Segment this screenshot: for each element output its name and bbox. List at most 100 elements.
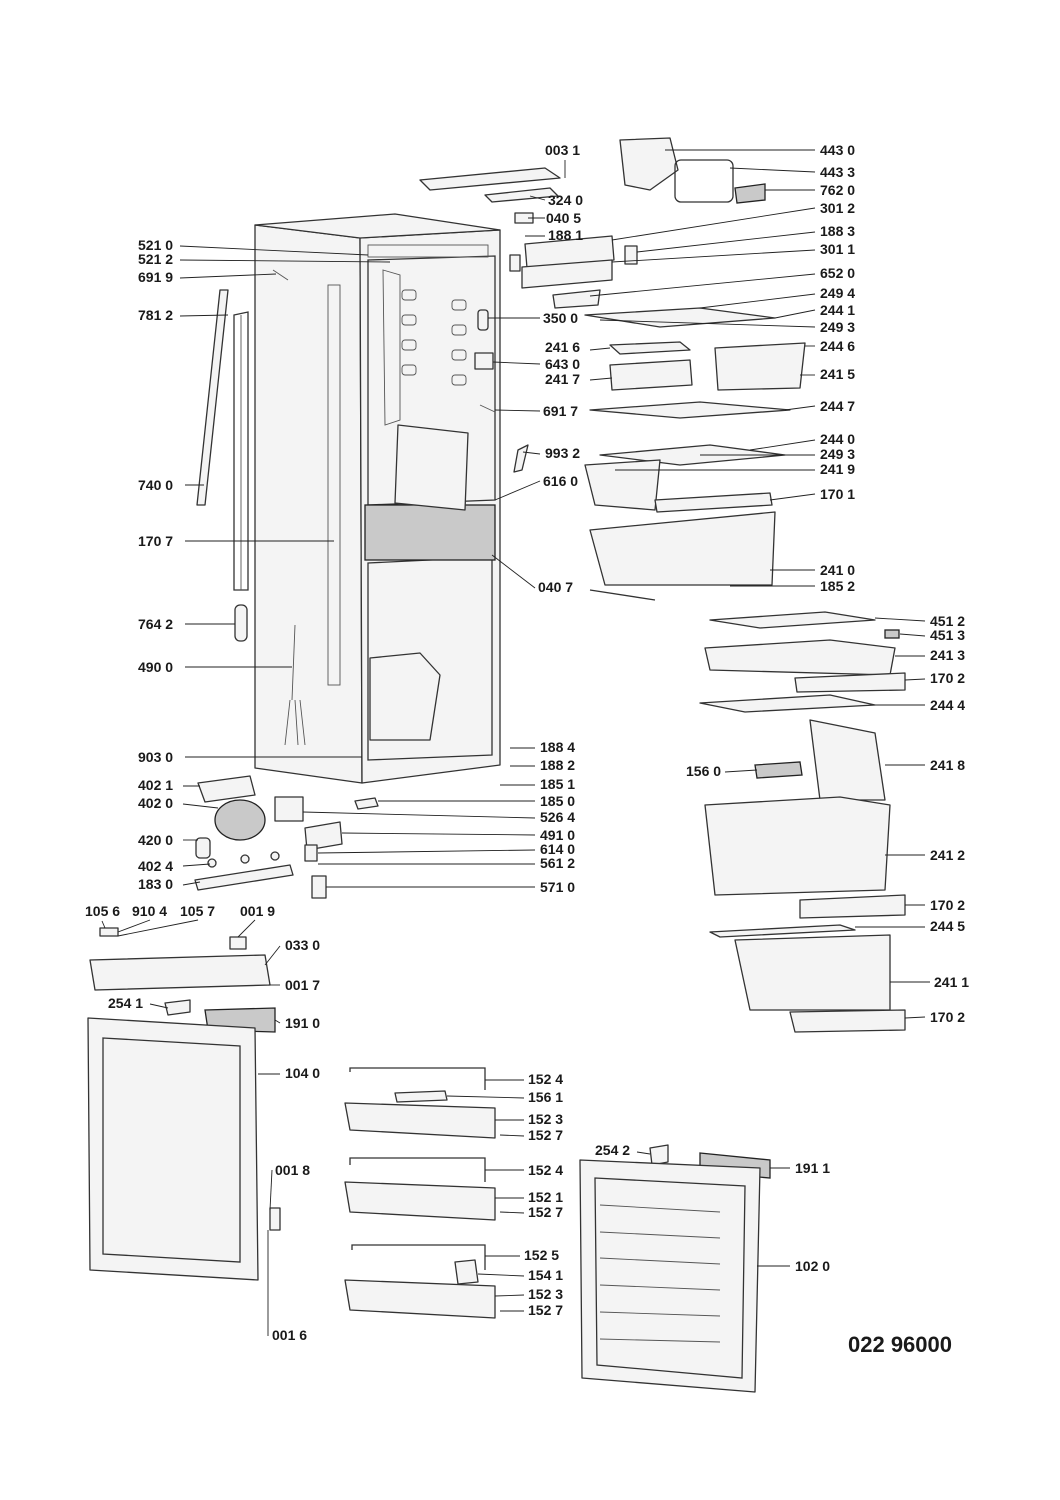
cabinet-air-vents [401,289,467,386]
part-number-label: 740 0 [138,477,173,493]
part-number-label: 443 3 [820,164,855,180]
part-number-label: 526 4 [540,809,575,825]
part-number-label: 350 0 [543,310,578,326]
part-number-label: 188 1 [548,227,583,243]
part-number-label: 152 4 [528,1162,563,1178]
part-number-label: 491 0 [540,827,575,843]
part-number-label: 402 0 [138,795,173,811]
part-number-label: 249 4 [820,285,855,301]
fridge-door-assembly [87,927,281,1281]
leader-line [724,769,758,773]
part-number-label: 170 1 [820,486,855,502]
part-number-label: 241 8 [930,757,965,773]
leader-line [784,405,816,411]
leader-line [264,945,281,966]
leader-line [179,245,369,256]
leader-line [182,803,219,809]
part-number-label: 451 3 [930,627,965,643]
part-number-label: 188 3 [820,223,855,239]
part-number-label: 170 2 [930,670,965,686]
part-number-label: 244 6 [820,338,855,354]
part-number-label: 152 7 [528,1204,563,1220]
part-number-label: 241 9 [820,461,855,477]
leader-line [179,259,391,263]
leader-line [599,319,816,328]
part-number-label: 762 0 [820,182,855,198]
leader-line [269,1169,273,1211]
part-number-label: 003 1 [545,142,580,158]
leader-line [182,863,211,867]
leader-line [149,1003,169,1009]
part-number-label: 152 7 [528,1127,563,1143]
part-number-label: 249 3 [820,446,855,462]
leader-line [699,293,816,309]
part-number-label: 152 1 [528,1189,563,1205]
part-number-label: 301 2 [820,200,855,216]
leader-line [182,881,201,886]
leader-line [117,919,199,937]
part-number-label: 170 2 [930,1009,965,1025]
part-number-label: 244 1 [820,302,855,318]
part-number-label: 490 0 [138,659,173,675]
part-number-label: 191 0 [285,1015,320,1031]
part-number-label: 156 0 [686,763,721,779]
compressor-assembly [194,775,379,899]
leader-line [446,1095,525,1099]
part-number-label: 254 1 [108,995,143,1011]
leader-line [101,920,106,929]
part-number-label: 244 5 [930,918,965,934]
part-number-label: 616 0 [543,473,578,489]
leader-line [274,1019,281,1024]
part-number-label: 040 7 [538,579,573,595]
leader-line [589,377,613,381]
part-number-label: 301 1 [820,241,855,257]
leader-line [494,480,541,501]
part-number-label: 244 0 [820,431,855,447]
part-number-label: 561 2 [540,855,575,871]
part-number-label: 691 7 [543,403,578,419]
leader-line [522,451,541,455]
leader-line [749,439,816,451]
part-number-label: 614 0 [540,841,575,857]
part-number-label: 903 0 [138,749,173,765]
part-number-label: 781 2 [138,307,173,323]
part-number-label: 443 0 [820,142,855,158]
leader-line [494,409,541,412]
part-number-label: 102 0 [795,1258,830,1274]
diagram-code: 022 96000 [848,1332,952,1357]
leader-line [491,554,536,589]
leader-line [774,309,816,319]
leader-line [904,678,926,681]
part-number-label: 191 1 [795,1160,830,1176]
part-number-label: 910 4 [132,903,167,919]
part-number-label: 402 4 [138,858,173,874]
part-number-label: 241 7 [545,371,580,387]
condenser-parts [196,289,306,746]
cabinet-body [254,213,501,784]
part-number-label: 156 1 [528,1089,563,1105]
door-shelves [344,1067,496,1319]
fridge-shelves-drawers [584,307,806,601]
part-number-label: 170 7 [138,533,173,549]
leader-line [499,1211,525,1214]
part-number-label: 241 5 [820,366,855,382]
leader-line [904,1016,926,1019]
part-number-label: 571 0 [540,879,575,895]
part-number-label: 104 0 [285,1065,320,1081]
leader-line [341,832,536,836]
part-number-label: 185 2 [820,578,855,594]
top-cover-parts [272,137,766,473]
leader-line [636,1151,651,1155]
freezer-drawers [699,611,906,1033]
part-number-label: 185 0 [540,793,575,809]
leader-line [529,195,546,201]
leader-line [179,273,277,279]
part-number-label: 241 6 [545,339,580,355]
part-number-label: 033 0 [285,937,320,953]
part-number-label: 254 2 [595,1142,630,1158]
part-number-label: 188 4 [540,739,575,755]
part-number-label: 152 3 [528,1286,563,1302]
part-number-label: 993 2 [545,445,580,461]
leader-line [317,849,536,854]
part-number-label: 241 0 [820,562,855,578]
